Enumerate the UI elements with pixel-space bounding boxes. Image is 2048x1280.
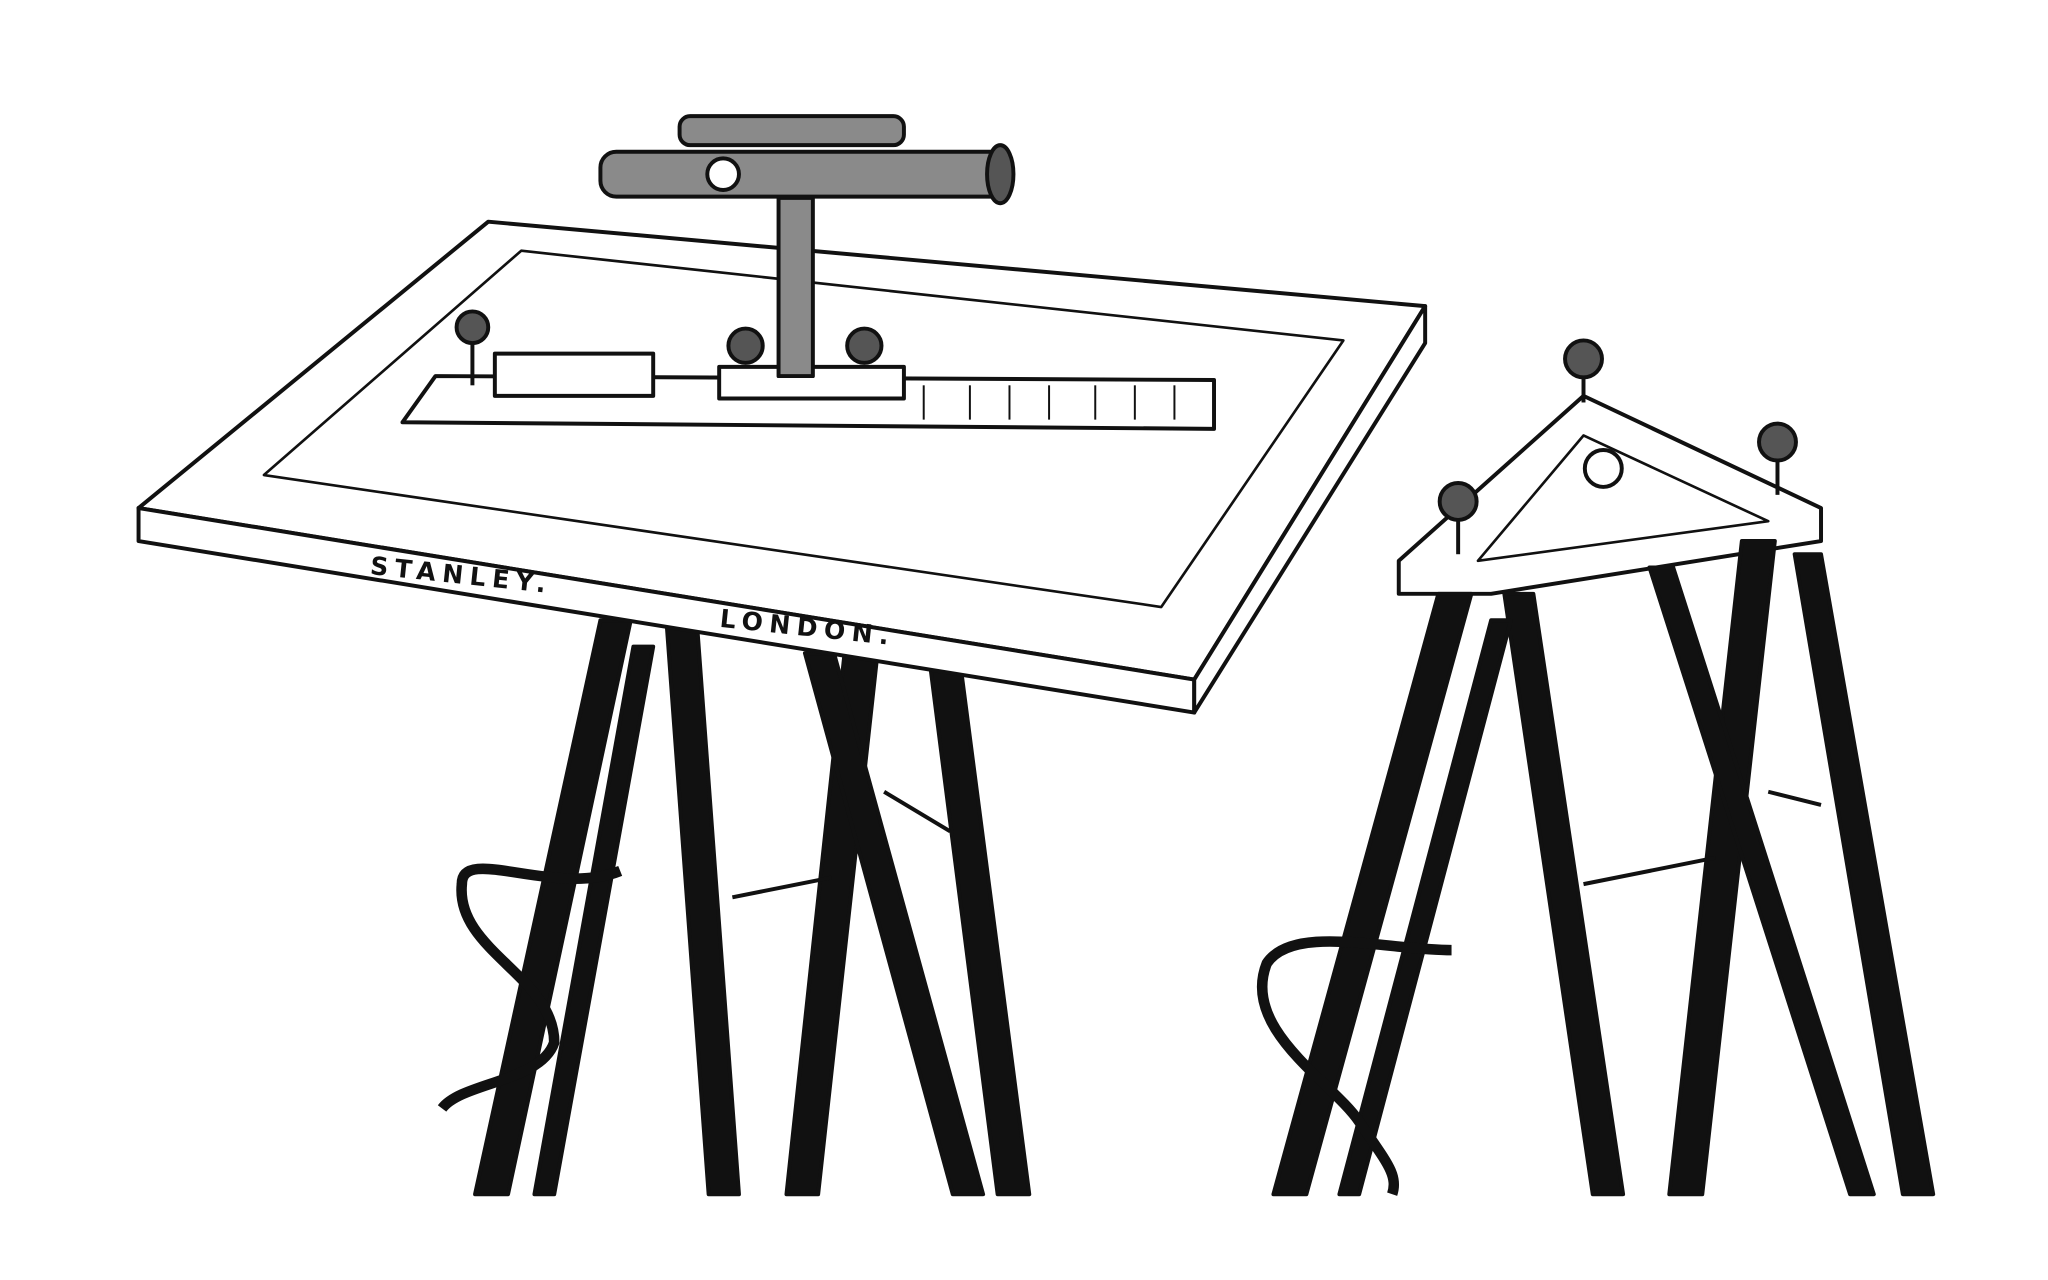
- alidade-column: [776, 195, 815, 379]
- clamp-screw: [726, 326, 765, 365]
- telescope-objective: [985, 143, 1016, 206]
- folding-tripod: [1256, 338, 1936, 1197]
- telescope: [598, 149, 1012, 199]
- table-tripod-legs: [473, 618, 1032, 1197]
- tripod-strap-right: [1256, 936, 1452, 1196]
- head-center-socket: [1582, 448, 1624, 489]
- clamp-screw: [454, 309, 491, 346]
- upper-level-tube: [677, 114, 906, 148]
- tripod-legs: [1271, 539, 1936, 1197]
- tripod-strap: [437, 863, 623, 1113]
- alidade: [400, 114, 1216, 431]
- levelling-screw: [1437, 480, 1479, 522]
- clamp-screw: [845, 326, 884, 365]
- levelling-screw: [1757, 421, 1798, 463]
- ruler-scale-ticks: [922, 385, 1176, 420]
- levelling-screw: [1563, 338, 1604, 380]
- spirit-level: [492, 351, 656, 398]
